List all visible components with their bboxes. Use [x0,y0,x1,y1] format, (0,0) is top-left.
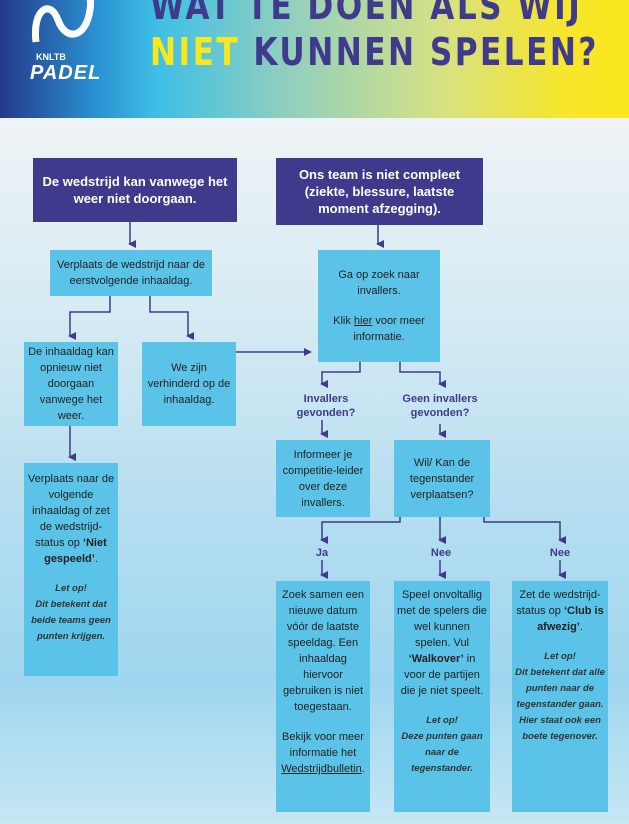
yes-end: . [361,763,365,775]
search-text: Ga op zoek naar invallers. [338,269,420,297]
weather-start-box: De wedstrijd kan vanwege het weer niet d… [33,158,237,222]
padel-logo-icon [31,0,94,43]
no1-post: in voor de partijen die je niet speelt. [400,653,484,697]
no-label-2: Nee [549,547,571,559]
no2-post: . [579,621,583,633]
click-post: voor meer informatie. [353,315,425,343]
no1-note-title: Let op! [426,715,458,726]
no-result-box-2: Zet de wedstrijd-status op ‘Club is afwe… [512,581,608,812]
inform-box: Informeer je competitie-leider over deze… [276,440,370,517]
no-result-box-1: Speel onvoltallig met de spelers die wel… [394,581,490,812]
title-highlight: NIET [150,30,241,74]
no2-note-title: Let op! [544,651,576,662]
yes-text: Zoek samen een nieuwe datum vóór de laat… [282,589,364,713]
move-match-box: Verplaats de wedstrijd naar de eerstvolg… [50,250,212,296]
title-line-2: NIET KUNNEN SPELEN? [150,30,599,74]
arrow [68,296,111,340]
click-pre: Klik [333,315,354,327]
no2-text: Zet de wedstrijd-status op ‘Club is afwe… [515,587,605,635]
no2-bold: ‘Club is afwezig’ [537,605,604,633]
prevented-box: We zijn verhinderd op de inhaaldag. [142,342,236,426]
yes-more: Bekijk voor meer informatie het Wedstrij… [279,729,367,777]
note-text: Dit betekent dat beide teams geen punten… [31,599,111,642]
no1-text: Speel onvoltallig met de spelers die wel… [397,587,487,699]
arrow [483,517,566,544]
logo-padel: PADEL [30,62,102,84]
header-banner: KNLTB PADEL WAT TE DOEN ALS WIJ NIET KUN… [0,0,629,118]
info-link[interactable]: hier [353,315,373,327]
arrow [399,362,446,388]
no2-note: Dit betekent dat alle punten naar de teg… [515,667,605,742]
logo-knltb: KNLTB [36,52,66,62]
result-text: Verplaats naar de volgende inhaaldag of … [27,471,115,567]
no-label-1: Nee [430,547,452,559]
again-box: De inhaaldag kan opnieuw niet doorgaan v… [24,342,118,426]
yes-label: Ja [315,547,329,559]
arrow [320,362,361,388]
title-rest: KUNNEN SPELEN? [253,30,599,74]
bulletin-link[interactable]: Wedstrijdbulletin [281,763,362,775]
search-subs-box: Ga op zoek naar invallers. Klik hier voo… [318,250,440,362]
click-info: Klik hier voor meer informatie. [321,313,437,345]
arrow [320,517,401,544]
result-bold: ‘Niet gespeeld’ [44,537,107,565]
weather-result-box: Verplaats naar de volgende inhaaldag of … [24,463,118,676]
yes-more-text: Bekijk voor meer informatie het [282,731,364,759]
not-found-label: Geen invallers gevonden? [402,393,478,419]
team-start-box: Ons team is niet compleet (ziekte, bless… [276,158,483,225]
title-line-1: WAT TE DOEN ALS WIJ [150,0,583,28]
result-pre: Verplaats naar de volgende inhaaldag of … [27,473,115,549]
no1-bold: ‘Walkover’ [408,653,464,665]
arrow [149,296,194,340]
no1-note: Deze punten gaan naar de tegenstander. [401,731,483,774]
note-title: Let op! [55,583,87,594]
no2-pre: Zet de wedstrijd-status op [516,589,601,617]
found-label: Invallers gevonden? [296,393,356,419]
yes-result-box: Zoek samen een nieuwe datum vóór de laat… [276,581,370,812]
result-post: . [94,553,98,565]
opponent-box: Wil/ Kan de tegenstander verplaatsen? [394,440,490,517]
no1-pre: Speel onvoltallig met de spelers die wel… [397,589,487,649]
